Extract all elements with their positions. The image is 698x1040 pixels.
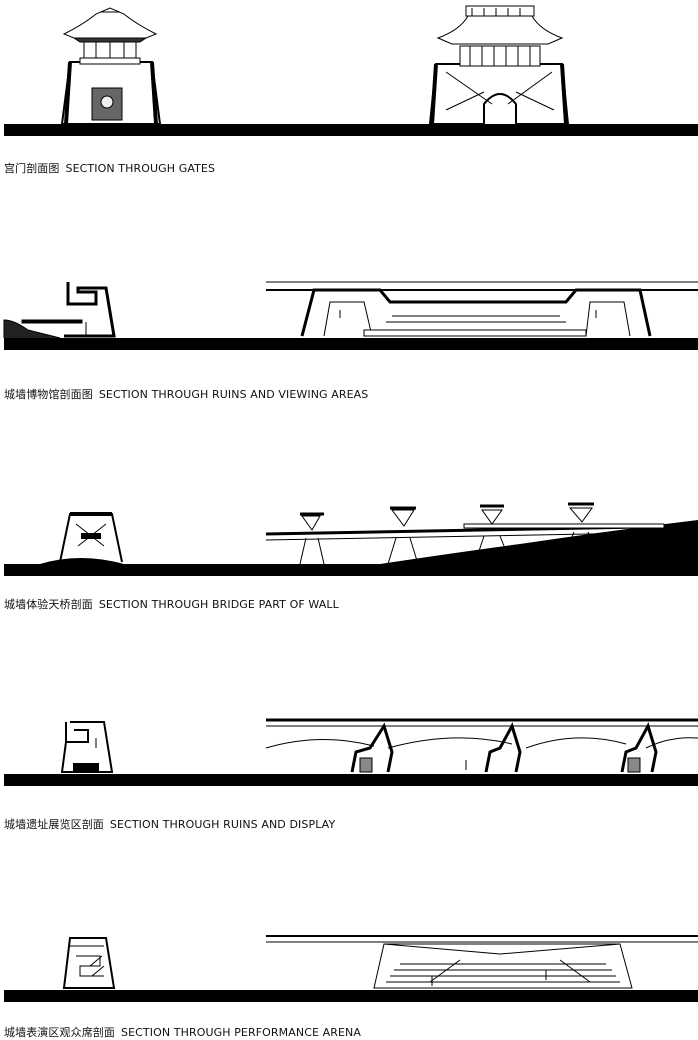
bridge-section-drawing: [4, 502, 698, 576]
caption-cn: 城墙遗址展览区剖面: [4, 818, 104, 831]
caption-ruins-viewing: 城墙博物馆剖面图 SECTION THROUGH RUINS AND VIEWIN…: [4, 386, 368, 402]
caption-en: SECTION THROUGH BRIDGE PART OF WALL: [98, 598, 339, 611]
performance-arena-section-drawing: [4, 935, 698, 1002]
ruins-display-section-drawing: [4, 718, 698, 786]
section-bridge: 城墙体验天桥剖面 SECTION THROUGH BRIDGE PART OF W…: [0, 490, 698, 620]
section-ruins-viewing: 城墙博物馆剖面图 SECTION THROUGH RUINS AND VIEWIN…: [0, 260, 698, 410]
caption-performance-arena: 城墙表演区观众席剖面 SECTION THROUGH PERFORMANCE AR…: [4, 1024, 361, 1040]
museum-building: [3, 282, 116, 339]
caption-bridge: 城墙体验天桥剖面 SECTION THROUGH BRIDGE PART OF W…: [4, 596, 339, 612]
caption-cn: 城墙博物馆剖面图: [4, 388, 93, 401]
caption-cn: 宫门剖面图: [4, 162, 60, 175]
ground-slab: [4, 338, 698, 350]
section-gates: 宫门剖面图 SECTION THROUGH GATES: [0, 0, 698, 180]
ground-slab: [4, 774, 698, 786]
ruins-viewing-section-drawing: [3, 281, 698, 350]
caption-cn: 城墙表演区观众席剖面: [4, 1026, 115, 1039]
viewing-platform: [266, 281, 698, 337]
ground-slab: [4, 124, 698, 136]
bridge-piers: [299, 502, 597, 565]
caption-cn: 城墙体验天桥剖面: [4, 598, 93, 611]
caption-en: SECTION THROUGH GATES: [65, 162, 216, 175]
caption-gates: 宫门剖面图 SECTION THROUGH GATES: [4, 160, 215, 176]
caption-en: SECTION THROUGH PERFORMANCE ARENA: [121, 1026, 361, 1039]
right-gate-pavilion: [428, 5, 570, 125]
left-gate-pavilion: [60, 7, 162, 125]
caption-en: SECTION THROUGH RUINS AND VIEWING AREAS: [98, 388, 369, 401]
display-hall: [265, 718, 698, 773]
terrain-mound: [40, 558, 124, 564]
caption-ruins-display: 城墙遗址展览区剖面 SECTION THROUGH RUINS AND DISPL…: [4, 816, 335, 832]
section-ruins-display: 城墙遗址展览区剖面 SECTION THROUGH RUINS AND DISPL…: [0, 708, 698, 838]
bridge-deck: [265, 523, 698, 541]
display-building: [60, 721, 114, 773]
ground-slab: [4, 990, 698, 1002]
arena-stair-tower: [62, 937, 116, 989]
arena-stands: [266, 935, 698, 989]
tower-left: [59, 512, 123, 563]
terrain-slope: [380, 520, 698, 564]
gates-section-drawing: [4, 5, 698, 136]
ground-slab: [4, 564, 698, 576]
caption-en: SECTION THROUGH RUINS AND DISPLAY: [109, 818, 336, 831]
section-performance-arena: 城墙表演区观众席剖面 SECTION THROUGH PERFORMANCE AR…: [0, 926, 698, 1040]
